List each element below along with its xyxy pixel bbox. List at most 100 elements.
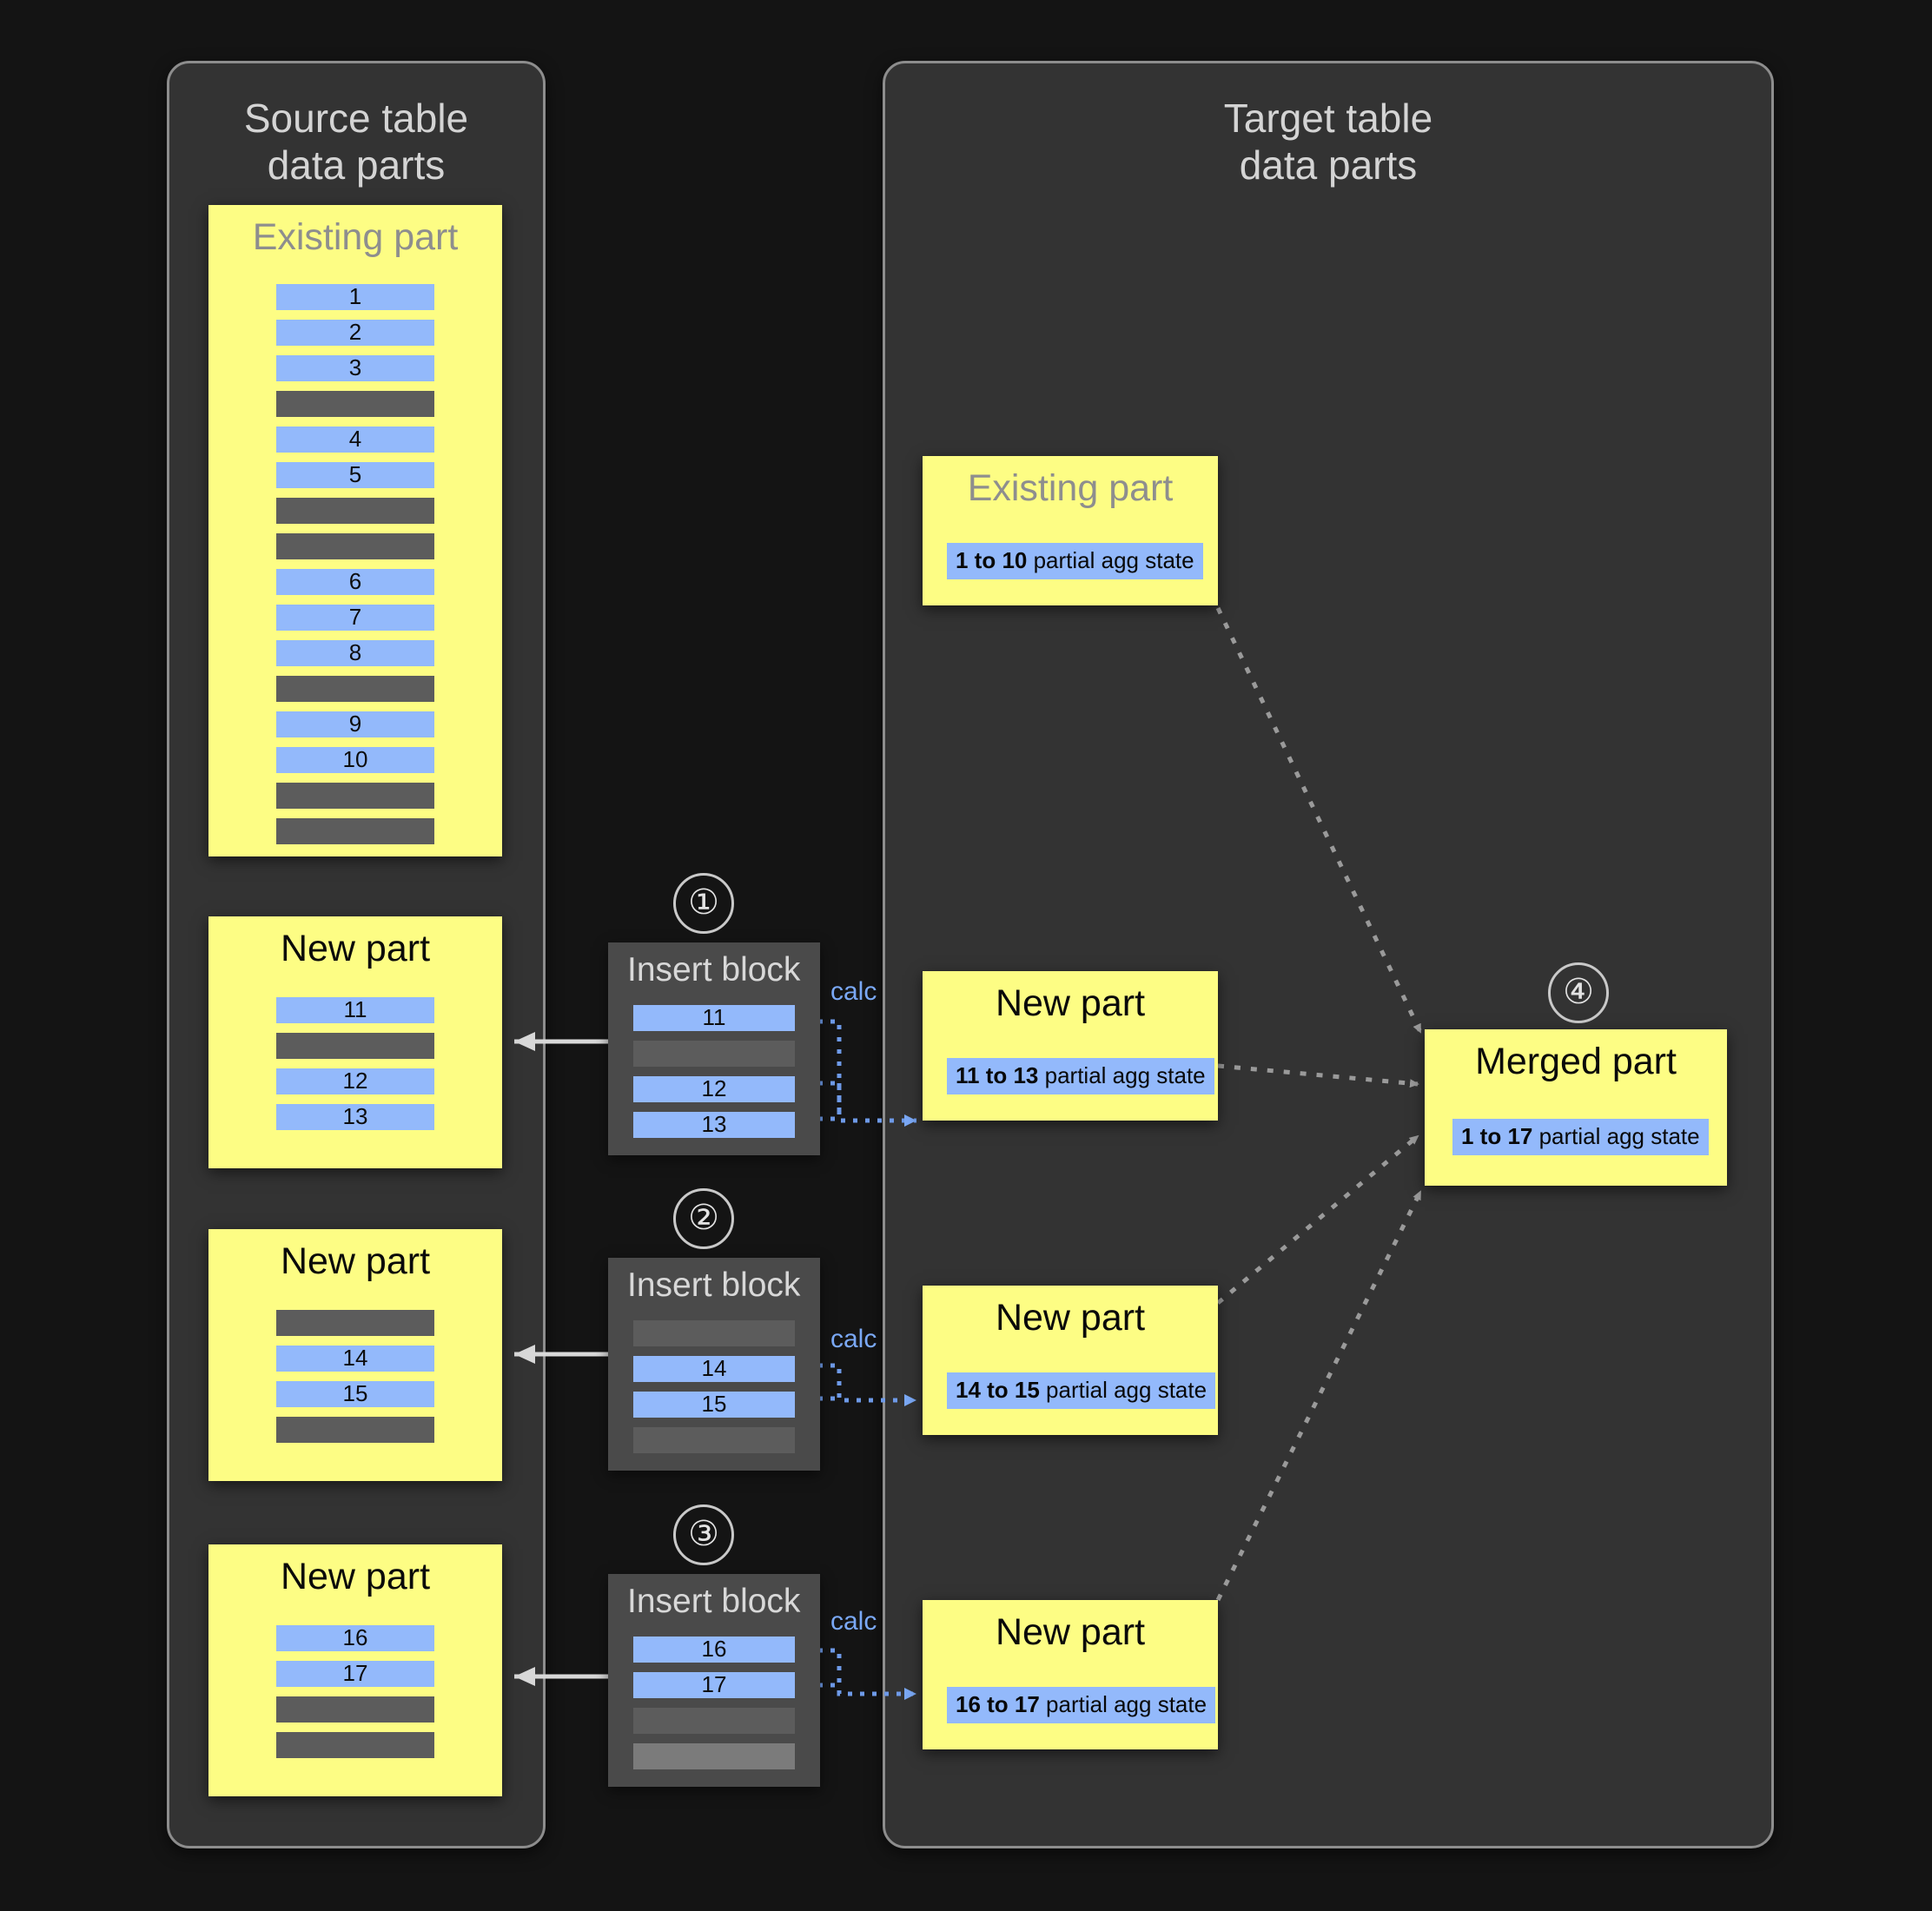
step-badge-2: ② — [673, 1188, 734, 1249]
calc-label-3: calc — [830, 1607, 877, 1636]
calc-label-2: calc — [830, 1325, 877, 1353]
data-row: 7 — [276, 604, 434, 631]
agg-range: 14 to 15 — [956, 1377, 1040, 1403]
source-new-part-1: New part 11 12 13 — [208, 916, 502, 1168]
data-row: 16 — [276, 1624, 434, 1652]
row-value: 12 — [701, 1075, 727, 1101]
insert-block-1: Insert block 11 12 13 — [608, 942, 820, 1155]
step-badge-1: ① — [673, 873, 734, 934]
row-value: 1 — [348, 283, 362, 310]
agg-range: 1 to 10 — [956, 547, 1028, 573]
row-value: 14 — [701, 1354, 727, 1381]
data-row — [276, 1310, 434, 1337]
row-value: 11 — [343, 996, 367, 1023]
data-row: 10 — [276, 746, 434, 774]
data-row — [276, 1732, 434, 1759]
row-value: 16 — [701, 1635, 727, 1662]
insert-block-2-rows: 14 15 — [633, 1320, 795, 1453]
data-row: 4 — [276, 426, 434, 453]
data-row: 5 — [276, 461, 434, 489]
row-value: 10 — [342, 746, 368, 773]
agg-range: 11 to 13 — [956, 1062, 1039, 1088]
data-row — [633, 1427, 795, 1453]
target-new-part-3: New part 16 to 17 partial agg state — [923, 1600, 1218, 1749]
row-value: 12 — [342, 1068, 368, 1094]
target-table-panel: Target table data parts — [883, 61, 1774, 1848]
data-row: 15 — [276, 1380, 434, 1408]
source-existing-part: Existing part 1 2 3 4 5 6 7 8 9 10 — [208, 205, 502, 856]
row-value: 4 — [348, 426, 362, 453]
data-row — [276, 533, 434, 560]
data-row: 17 — [276, 1660, 434, 1688]
data-row — [276, 391, 434, 418]
data-row — [276, 1033, 434, 1060]
target-merged-part: Merged part 1 to 17 partial agg state — [1425, 1029, 1727, 1186]
target-new-part-3-title: New part — [995, 1611, 1146, 1653]
row-value: 11 — [702, 1003, 726, 1030]
insert-block-2-title: Insert block — [627, 1266, 801, 1304]
row-value: 17 — [342, 1660, 368, 1687]
target-new-part-1-agg: 11 to 13 partial agg state — [947, 1058, 1214, 1094]
row-value: 2 — [348, 319, 362, 346]
data-row: 17 — [633, 1670, 795, 1698]
insert-block-3-title: Insert block — [627, 1583, 801, 1620]
data-row: 13 — [276, 1103, 434, 1131]
source-new-part-2-title: New part — [280, 1240, 431, 1282]
source-panel-title: Source table data parts — [243, 96, 469, 188]
agg-range: 1 to 17 — [1461, 1123, 1533, 1149]
data-row: 15 — [633, 1390, 795, 1418]
data-row: 8 — [276, 639, 434, 667]
insert-block-3-rows: 16 17 — [633, 1635, 795, 1769]
data-row — [276, 818, 434, 845]
data-row — [633, 1708, 795, 1734]
step-badge-4: ④ — [1548, 962, 1609, 1023]
data-row: 3 — [276, 354, 434, 382]
row-value: 16 — [342, 1624, 368, 1651]
target-new-part-2: New part 14 to 15 partial agg state — [923, 1286, 1218, 1435]
insert-block-1-rows: 11 12 13 — [633, 1003, 795, 1138]
data-row: 14 — [276, 1345, 434, 1372]
step-badge-3: ③ — [673, 1504, 734, 1565]
target-existing-part-title: Existing part — [967, 467, 1174, 509]
row-value: 7 — [348, 604, 362, 631]
data-row: 12 — [633, 1075, 795, 1102]
row-value: 3 — [348, 354, 362, 381]
agg-suffix: partial agg state — [1532, 1123, 1700, 1149]
agg-suffix: partial agg state — [1039, 1691, 1208, 1717]
row-value: 15 — [342, 1380, 368, 1407]
agg-suffix: partial agg state — [1038, 1062, 1206, 1088]
row-value: 15 — [701, 1390, 727, 1417]
data-row — [633, 1743, 795, 1769]
target-merged-part-title: Merged part — [1475, 1041, 1677, 1082]
data-row: 13 — [633, 1111, 795, 1138]
target-merged-part-agg: 1 to 17 partial agg state — [1452, 1119, 1709, 1155]
target-new-part-2-title: New part — [995, 1297, 1146, 1339]
source-new-part-1-title: New part — [280, 928, 431, 969]
source-existing-part-title: Existing part — [252, 216, 459, 258]
data-row: 12 — [276, 1068, 434, 1095]
data-row: 14 — [633, 1354, 795, 1382]
row-value: 17 — [701, 1670, 727, 1697]
data-row — [276, 498, 434, 525]
data-row: 16 — [633, 1635, 795, 1663]
data-row: 11 — [276, 996, 434, 1024]
target-panel-title: Target table data parts — [1223, 96, 1433, 188]
data-row — [633, 1320, 795, 1346]
target-new-part-1: New part 11 to 13 partial agg state — [923, 971, 1218, 1121]
source-new-part-3-rows: 16 17 — [276, 1624, 434, 1759]
row-value: 13 — [342, 1103, 368, 1130]
row-value: 9 — [348, 711, 362, 737]
agg-suffix: partial agg state — [1039, 1377, 1208, 1403]
target-existing-part: Existing part 1 to 10 partial agg state — [923, 456, 1218, 605]
source-existing-part-rows: 1 2 3 4 5 6 7 8 9 10 — [276, 283, 434, 845]
data-row: 1 — [276, 283, 434, 311]
target-new-part-3-agg: 16 to 17 partial agg state — [947, 1687, 1216, 1723]
data-row: 11 — [633, 1003, 795, 1031]
row-value: 8 — [348, 639, 362, 666]
data-row: 6 — [276, 568, 434, 596]
data-row — [276, 783, 434, 810]
insert-block-1-title: Insert block — [627, 951, 801, 989]
target-new-part-1-title: New part — [995, 982, 1146, 1024]
data-row — [633, 1041, 795, 1067]
target-existing-part-agg: 1 to 10 partial agg state — [947, 543, 1203, 579]
